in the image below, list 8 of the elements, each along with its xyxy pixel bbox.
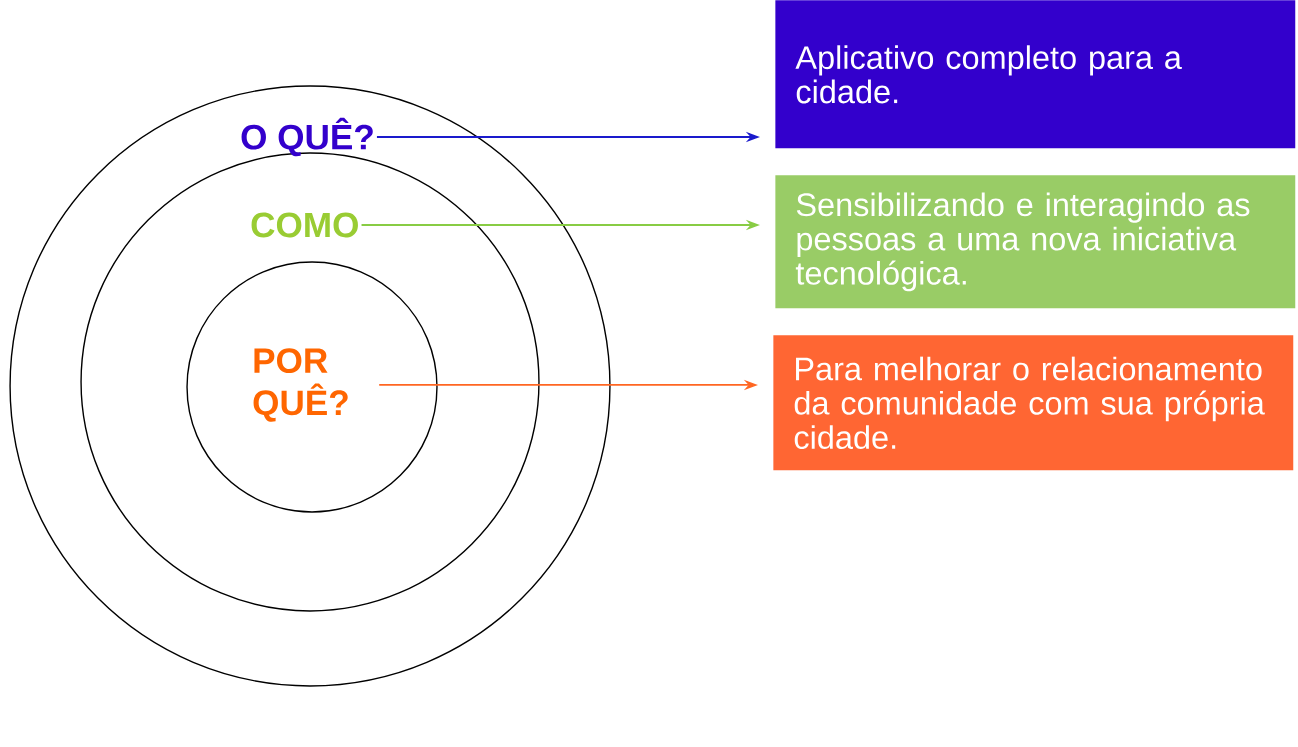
- answer-box: Aplicativo completo para a cidade.: [775, 0, 1296, 149]
- answer-box: Sensibilizando e interagindo as pessoas a uma nova iniciativa tecnológica.: [775, 175, 1296, 309]
- answer-box: Para melhorar o relacionamento da comunidade com sua própria cidade.: [773, 335, 1294, 471]
- ring-circle: [186, 261, 438, 513]
- ring-label: O QUÊ?: [241, 117, 373, 157]
- ring-circle: [9, 85, 611, 687]
- ring-label: POR QUÊ?: [253, 348, 348, 422]
- ring-label: COMO: [251, 212, 358, 238]
